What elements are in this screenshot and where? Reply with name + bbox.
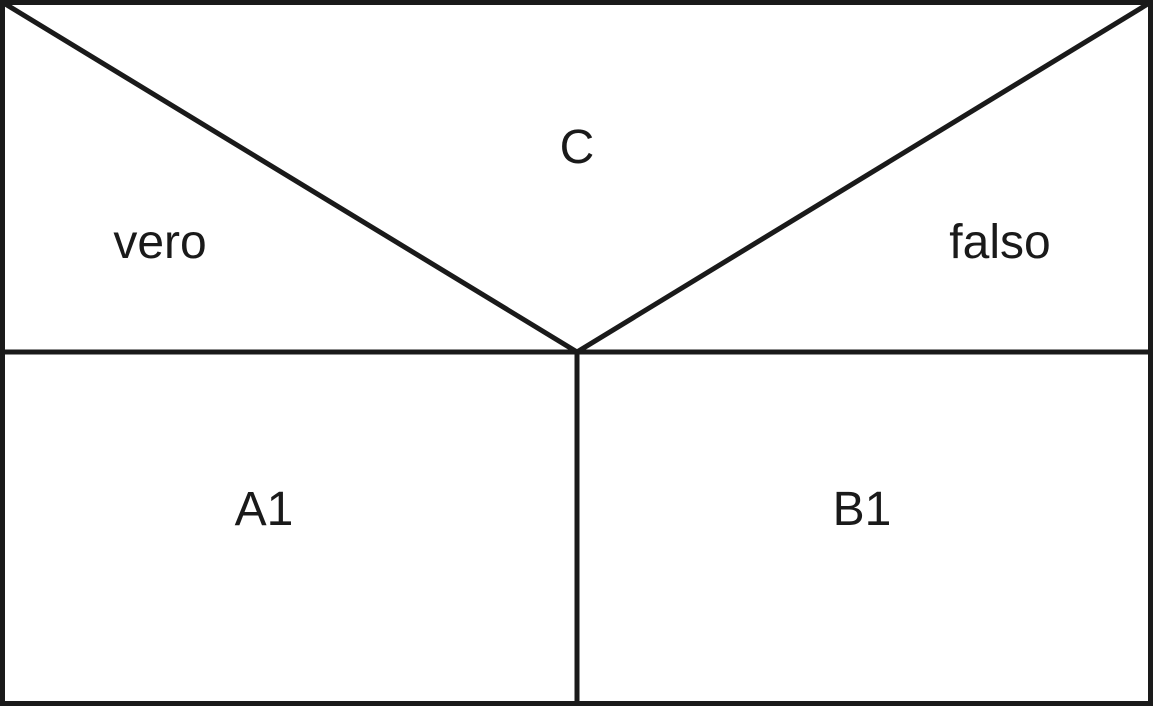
true-block-label: A1 <box>234 483 294 536</box>
condition-label: C <box>559 121 595 174</box>
true-branch-label: vero <box>113 216 207 269</box>
left-diagonal-line <box>0 0 579 355</box>
false-branch-label: falso <box>949 216 1051 269</box>
false-block-label: B1 <box>832 483 892 536</box>
right-diagonal-line <box>575 0 1153 355</box>
